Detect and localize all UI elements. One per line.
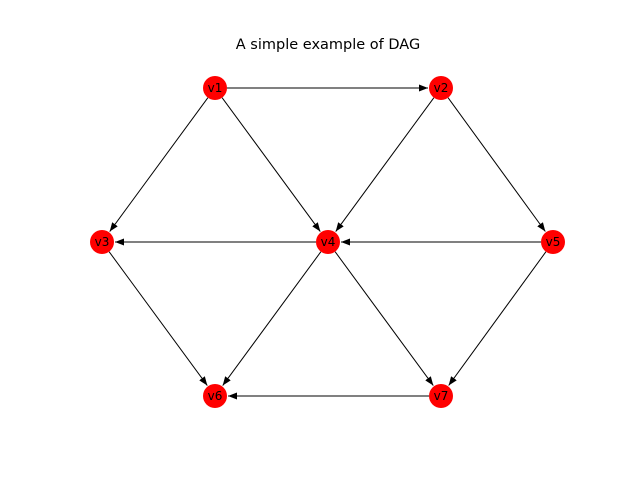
edge-v1-v4 bbox=[221, 97, 321, 232]
node-circle-v2 bbox=[429, 76, 453, 100]
edge-v1-v3 bbox=[109, 97, 209, 232]
node-v5: v5 bbox=[541, 230, 565, 254]
node-label-v3: v3 bbox=[95, 235, 110, 249]
node-circle-v6 bbox=[203, 384, 227, 408]
node-v1: v1 bbox=[203, 76, 227, 100]
node-v7: v7 bbox=[429, 384, 453, 408]
node-label-v2: v2 bbox=[434, 81, 449, 95]
edge-v3-v6 bbox=[108, 251, 208, 386]
edge-v4-v7 bbox=[334, 251, 434, 386]
node-label-v5: v5 bbox=[546, 235, 561, 249]
node-circle-v4 bbox=[316, 230, 340, 254]
edge-v4-v6 bbox=[222, 251, 322, 386]
edge-v2-v4 bbox=[335, 97, 435, 232]
node-v3: v3 bbox=[90, 230, 114, 254]
node-v2: v2 bbox=[429, 76, 453, 100]
edges-layer bbox=[108, 84, 547, 400]
edge-v2-v5 bbox=[447, 97, 546, 232]
node-v6: v6 bbox=[203, 384, 227, 408]
node-label-v6: v6 bbox=[208, 389, 223, 403]
node-circle-v3 bbox=[90, 230, 114, 254]
node-label-v4: v4 bbox=[321, 235, 336, 249]
node-circle-v1 bbox=[203, 76, 227, 100]
node-circle-v7 bbox=[429, 384, 453, 408]
edge-v5-v7 bbox=[448, 251, 547, 386]
node-v4: v4 bbox=[316, 230, 340, 254]
figure-title: A simple example of DAG bbox=[236, 37, 420, 53]
node-label-v7: v7 bbox=[434, 389, 449, 403]
node-circle-v5 bbox=[541, 230, 565, 254]
nodes-layer: v1 v2 v3 v4 v5 v6 v7 bbox=[90, 76, 565, 408]
node-label-v1: v1 bbox=[208, 81, 223, 95]
